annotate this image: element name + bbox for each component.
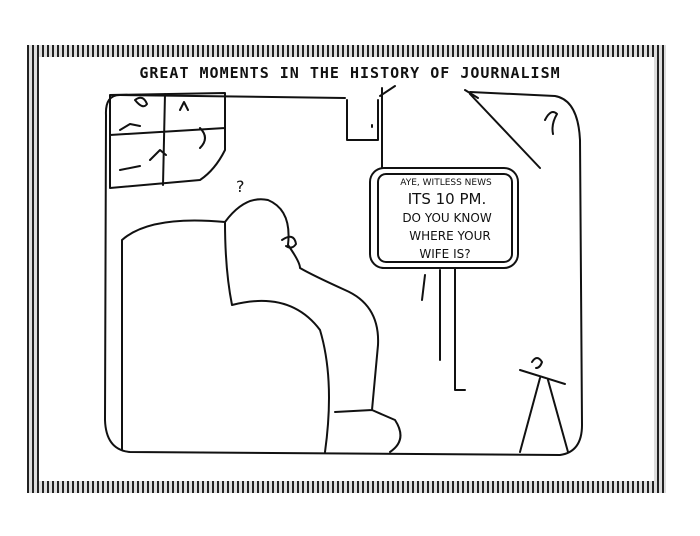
room-outline xyxy=(104,91,583,456)
tv-line3: WHERE YOUR xyxy=(409,229,490,243)
person-nose xyxy=(281,235,297,249)
wall-lines xyxy=(379,85,558,169)
tv-line4: WIFE IS? xyxy=(419,247,470,261)
side-table xyxy=(519,357,569,453)
cartoon-title: GREAT MOMENTS IN THE HISTORY OF JOURNALI… xyxy=(139,64,561,82)
armchair xyxy=(121,198,402,453)
tv-line2: DO YOU KNOW xyxy=(402,211,492,225)
ceiling-line xyxy=(119,94,346,99)
tv-set xyxy=(369,167,519,269)
window-scene xyxy=(119,96,206,171)
tv-channel: AYE, WITLESS NEWS xyxy=(400,178,492,188)
door xyxy=(346,99,379,141)
thought-question-mark: ? xyxy=(236,177,245,196)
tv-stand xyxy=(421,267,466,391)
window xyxy=(109,92,226,189)
tv-line1: ITS 10 PM. xyxy=(408,190,487,208)
